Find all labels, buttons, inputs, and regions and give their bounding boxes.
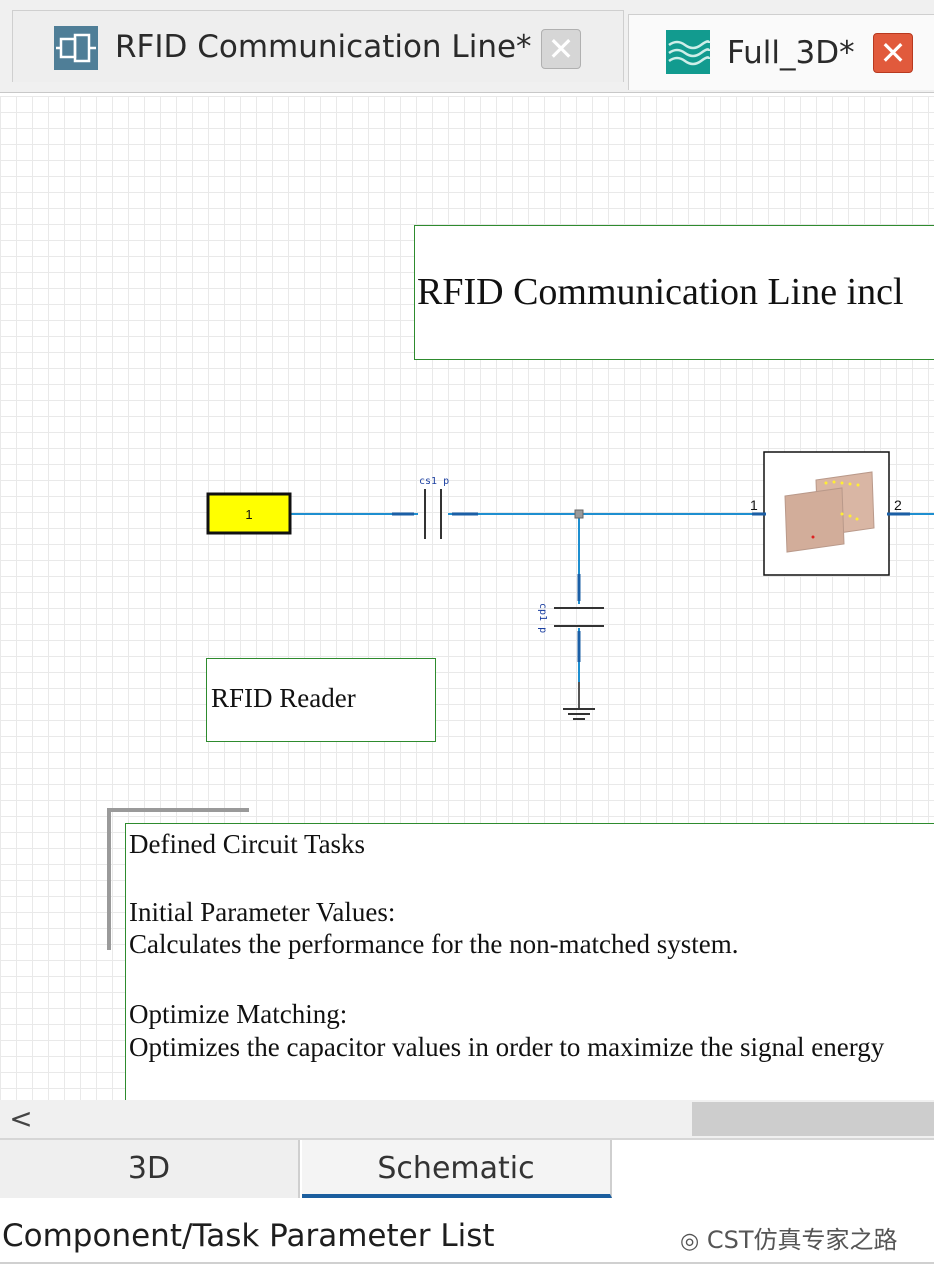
- tab-full-3d[interactable]: Full_3D* ✕: [628, 14, 934, 90]
- watermark: ◎ CST仿真专家之路: [680, 1220, 898, 1255]
- view-tab-bar: 3D Schematic: [0, 1138, 934, 1202]
- scroll-left-button[interactable]: <: [9, 1102, 33, 1135]
- scroll-thumb[interactable]: [692, 1102, 934, 1136]
- parameter-list-title: Component/Task Parameter List: [2, 1218, 495, 1254]
- document-tab-bar: RFID Communication Line* ✕ Full_3D* ✕: [0, 0, 934, 93]
- title-note[interactable]: RFID Communication Line incl: [414, 225, 934, 360]
- cs1-label: cs1 p: [419, 476, 449, 487]
- task-optimize-title: Optimize Matching:: [129, 999, 348, 1029]
- circuit-diagram: 1 cs1 p cp1 p: [206, 451, 934, 720]
- parallel-capacitor-cp1[interactable]: cp1 p: [537, 574, 604, 662]
- task-optimize-description: Optimizes the capacitor values in order …: [129, 1032, 885, 1062]
- close-icon: ✕: [547, 30, 575, 68]
- junction-node[interactable]: [574, 509, 584, 519]
- rfid-reader-note-text: RFID Reader: [211, 683, 356, 713]
- wechat-icon: ◎: [680, 1229, 700, 1254]
- tab-3d[interactable]: 3D: [0, 1140, 300, 1198]
- full-3d-block[interactable]: [752, 451, 910, 576]
- tab-label: RFID Communication Line*: [115, 29, 532, 65]
- close-tab-button[interactable]: ✕: [873, 33, 913, 73]
- block-port-out-label: 2: [894, 497, 902, 513]
- schematic-canvas[interactable]: RFID Communication Line incl 1 cs1 p cp1…: [0, 96, 934, 1100]
- parameter-list-panel: Component/Task Parameter List ◎ CST仿真专家之…: [0, 1200, 934, 1275]
- schematic-icon: [54, 26, 98, 70]
- port-1-label: 1: [245, 507, 252, 522]
- cp1-label: cp1 p: [537, 603, 548, 633]
- series-capacitor-cs1[interactable]: cs1 p: [392, 476, 478, 539]
- watermark-text: CST仿真专家之路: [706, 1226, 898, 1254]
- divider: [0, 1262, 934, 1264]
- block-port-in-label: 1: [750, 497, 758, 513]
- tab-schematic[interactable]: Schematic: [302, 1140, 612, 1198]
- tab-label: Full_3D*: [727, 35, 855, 71]
- ground-icon[interactable]: [563, 682, 595, 720]
- horizontal-scrollbar[interactable]: <: [0, 1100, 934, 1138]
- circuit-tasks-note[interactable]: Defined Circuit Tasks Initial Parameter …: [125, 823, 934, 1100]
- rfid-reader-note[interactable]: RFID Reader: [206, 658, 436, 742]
- tab-rfid-communication-line[interactable]: RFID Communication Line* ✕: [12, 10, 624, 82]
- title-note-text: RFID Communication Line incl: [417, 271, 904, 313]
- close-icon: ✕: [879, 34, 907, 72]
- close-tab-button[interactable]: ✕: [541, 29, 581, 69]
- tasks-heading: Defined Circuit Tasks: [129, 829, 366, 859]
- selection-frame: [107, 808, 249, 950]
- 3d-model-icon: [666, 30, 711, 74]
- task-initial-title: Initial Parameter Values:: [129, 897, 396, 927]
- task-initial-description: Calculates the performance for the non-m…: [129, 929, 739, 959]
- port-1-block[interactable]: [206, 492, 292, 535]
